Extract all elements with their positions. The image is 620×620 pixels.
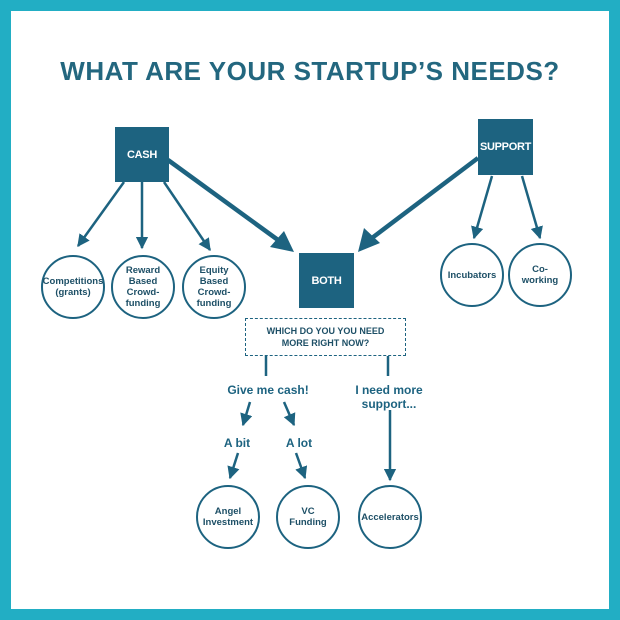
arrow-abit-angel	[227, 452, 240, 480]
both-label: BOTH	[311, 274, 342, 287]
support-label: SUPPORT	[479, 141, 532, 153]
arrowhead-cash-both	[270, 231, 294, 252]
arrow-cash-competitions	[76, 181, 126, 248]
node-angel-investment: Angel Investment	[196, 485, 260, 549]
cash-box: CASH	[115, 127, 169, 182]
node-coworking: Co-working	[508, 243, 572, 307]
arrow-cash-equity	[162, 181, 212, 252]
question-line-2: MORE RIGHT NOW?	[281, 338, 370, 348]
arrowhead-support-both	[358, 228, 380, 252]
arrow-support-incubators	[471, 175, 494, 240]
arrow-support-both	[370, 156, 480, 240]
a-bit-label: A bit	[223, 436, 251, 450]
arrow-cash-both	[166, 158, 280, 242]
node-incubators: Incubators	[440, 243, 504, 307]
page-title: WHAT ARE YOUR STARTUP’S NEEDS?	[60, 56, 560, 86]
arrow-cash-abit	[240, 401, 253, 427]
node-reward-crowdfunding: Reward Based Crowd-funding	[111, 255, 175, 319]
support-box: SUPPORT	[478, 119, 533, 175]
node-competitions: Competitions (grants)	[41, 255, 105, 319]
give-me-cash-label: Give me cash!	[227, 383, 309, 397]
cash-label: CASH	[127, 148, 157, 161]
need-support-label: I need more support...	[355, 383, 423, 411]
arrow-support-coworking	[520, 175, 543, 240]
question-line-1: WHICH DO YOU YOU NEED	[266, 326, 385, 336]
arrow-cash-alot	[282, 401, 296, 427]
node-equity-crowdfunding: Equity Based Crowd-funding	[182, 255, 246, 319]
node-accelerators: Accelerators	[358, 485, 422, 549]
question-box: WHICH DO YOU YOU NEED MORE RIGHT NOW?	[245, 318, 406, 356]
a-lot-label: A lot	[285, 436, 313, 450]
arrow-alot-vc	[294, 452, 308, 480]
node-vc-funding: VC Funding	[276, 485, 340, 549]
both-box: BOTH	[299, 253, 354, 308]
